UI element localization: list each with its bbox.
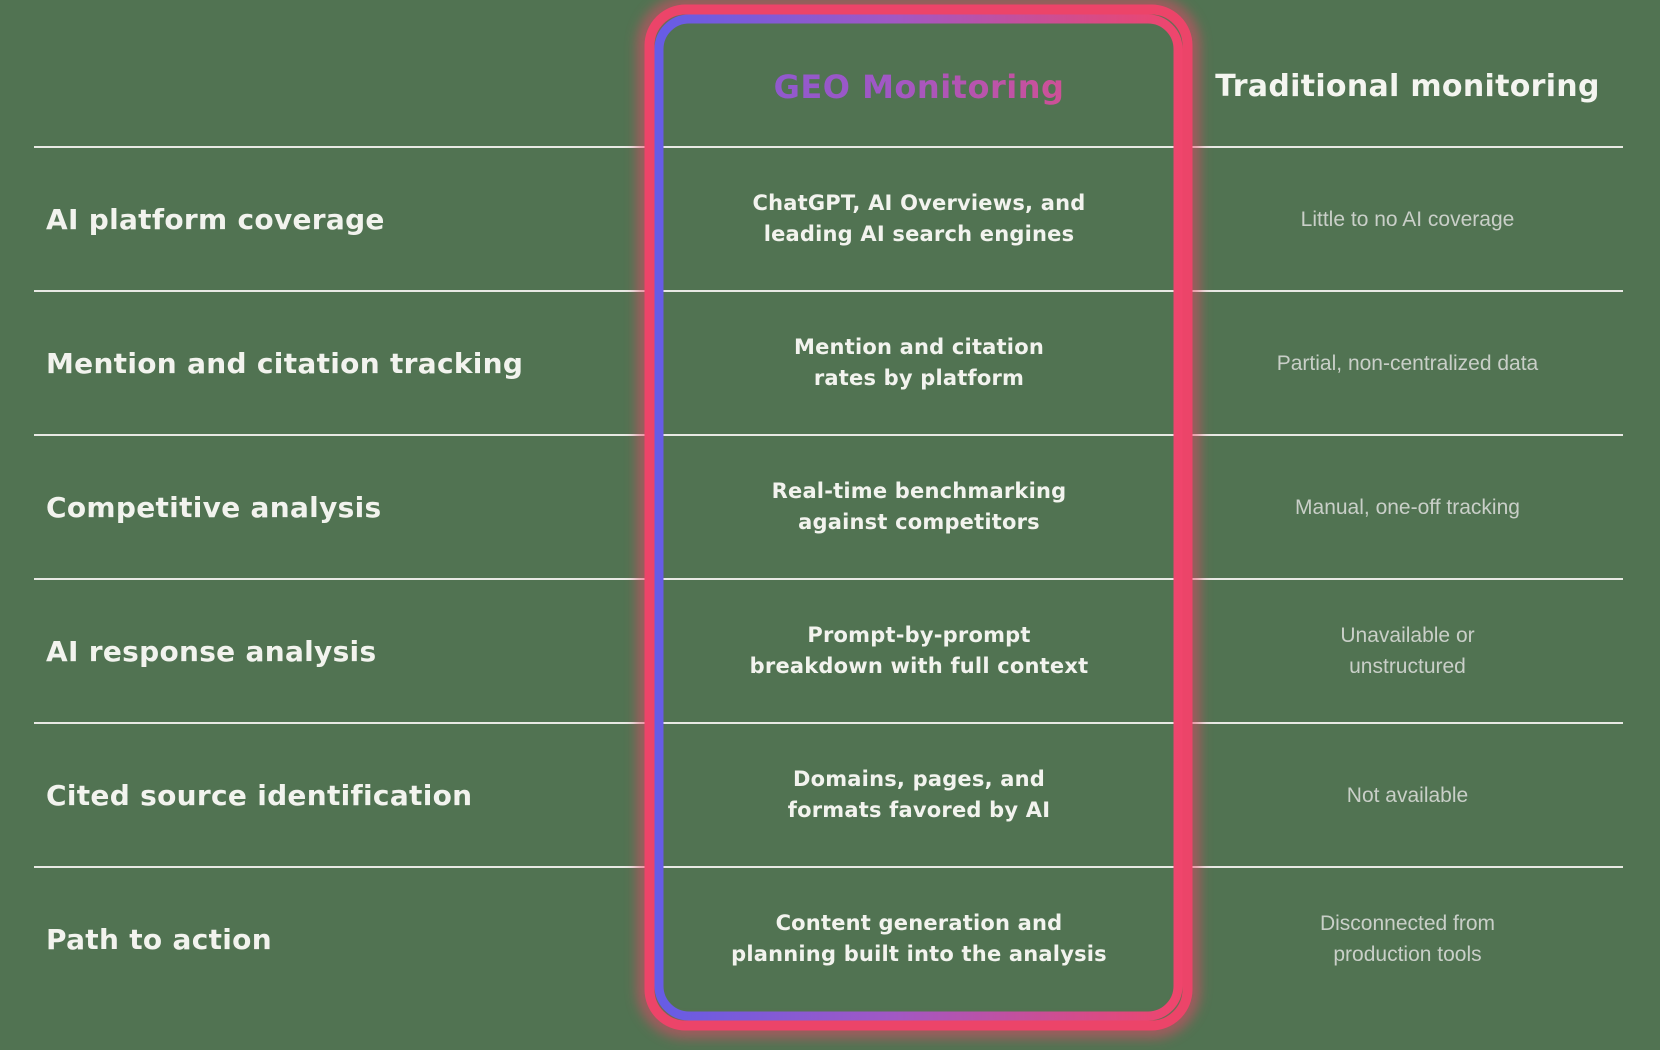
geo-value: ChatGPT, AI Overviews, and leading AI se… (752, 191, 1086, 246)
traditional-value: Not available (1346, 783, 1469, 807)
feature-label: Cited source identification (46, 778, 473, 812)
feature-label: Path to action (46, 922, 272, 956)
traditional-value: Disconnected from production tools (1319, 912, 1496, 966)
geo-value: Mention and citation rates by platform (794, 335, 1044, 390)
traditional-value: Unavailable or unstructured (1340, 624, 1475, 678)
traditional-monitoring-header: Traditional monitoring (1215, 69, 1600, 104)
feature-label: Competitive analysis (46, 490, 382, 524)
feature-label: AI platform coverage (46, 202, 385, 236)
geo-value: Prompt-by-prompt breakdown with full con… (749, 623, 1089, 678)
empty-header-cell (0, 0, 646, 147)
traditional-value: Partial, non-centralized data (1276, 351, 1539, 375)
feature-label: AI response analysis (46, 634, 377, 668)
geo-value: Content generation and planning built in… (731, 911, 1107, 966)
geo-monitoring-header: GEO Monitoring (646, 0, 1192, 147)
traditional-value: Manual, one-off tracking (1295, 495, 1520, 519)
traditional-value: Little to no AI coverage (1300, 207, 1515, 231)
geo-value: Real-time benchmarking against competito… (771, 479, 1067, 534)
geo-value: Domains, pages, and formats favored by A… (787, 767, 1051, 822)
feature-label: Mention and citation tracking (46, 346, 524, 380)
